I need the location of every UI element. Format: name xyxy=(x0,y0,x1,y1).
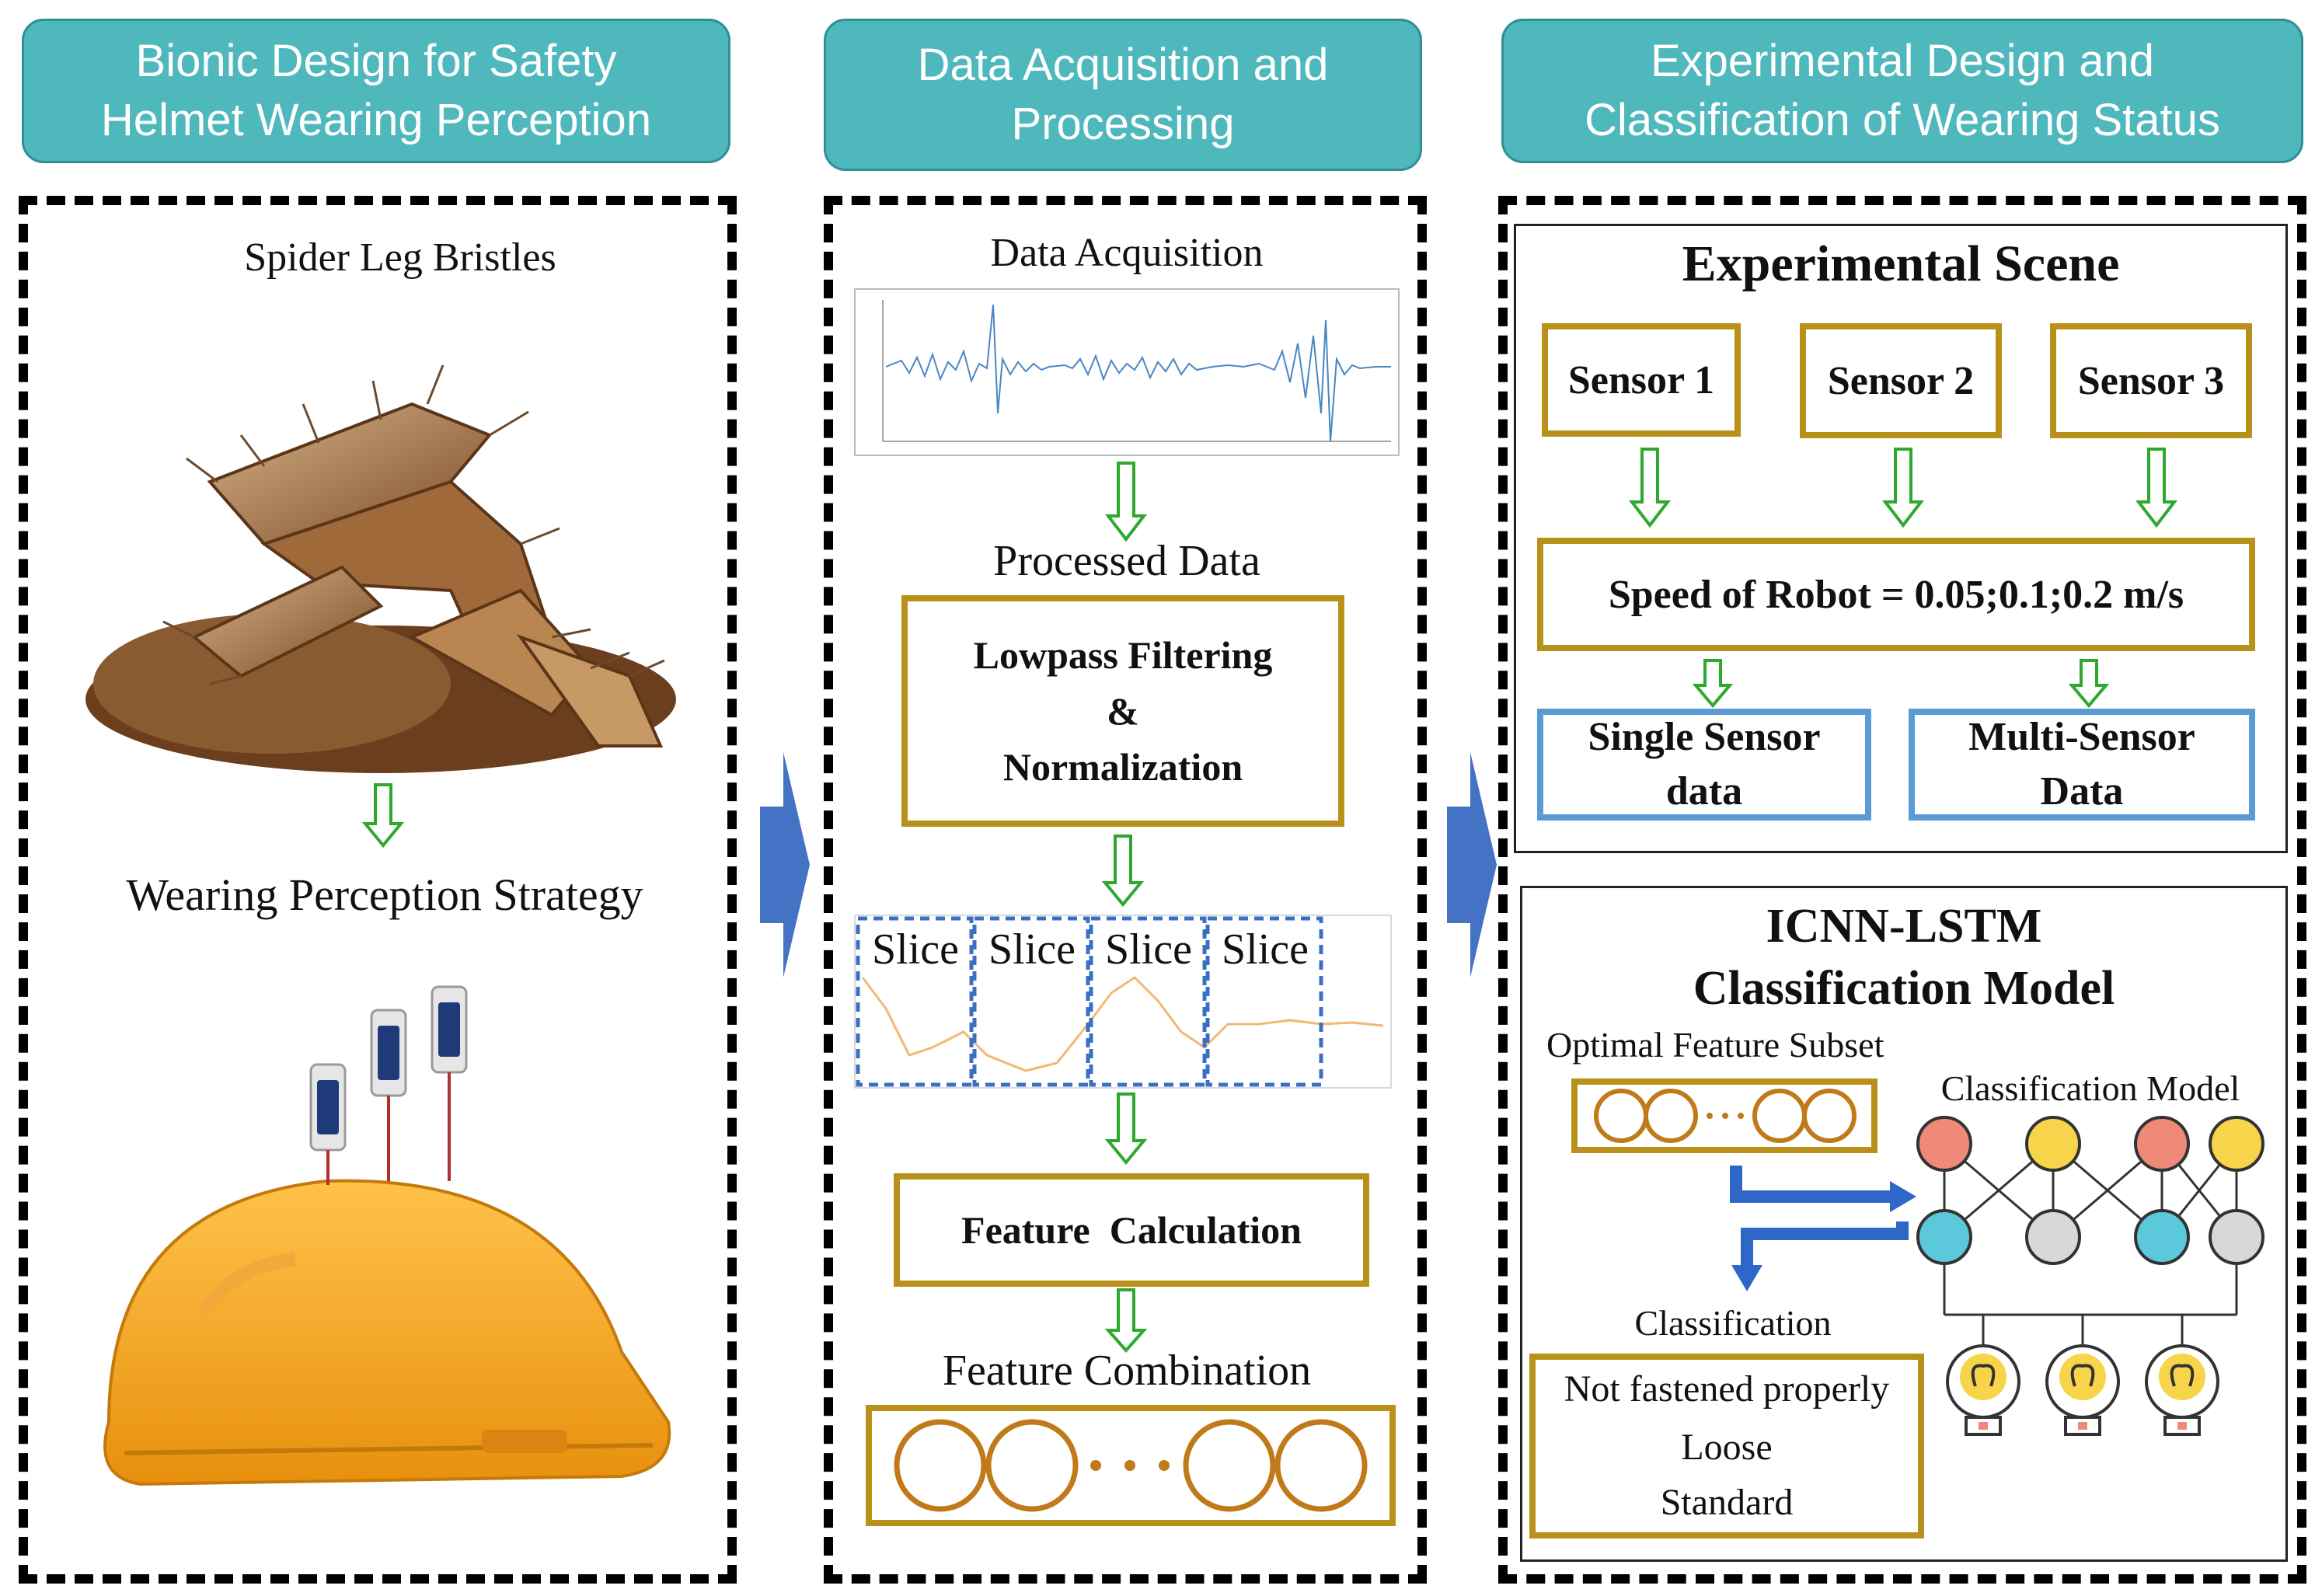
bent-arrow-left-icon xyxy=(1731,1221,1909,1291)
bent-arrow-right-icon xyxy=(1730,1166,1916,1212)
neural-network-icon xyxy=(1916,1116,2264,1436)
classification-model-box xyxy=(1520,886,2288,1562)
model-title: ICNN-LSTM Classification Model xyxy=(1693,900,2115,1015)
panel-data-processing xyxy=(824,196,1427,1584)
data-acquisition-label: Data Acquisition xyxy=(990,231,1264,275)
feature-combination-label: Feature Combination xyxy=(942,1347,1312,1395)
classification-label: Classification xyxy=(1634,1303,1832,1343)
spider-leg-image xyxy=(85,364,676,773)
raw-signal-plot xyxy=(854,288,1400,456)
feature-circles-icon xyxy=(894,1419,1368,1512)
sensor-3-box: Sensor 3 xyxy=(2050,323,2252,438)
down-arrow-icon xyxy=(2068,659,2110,709)
robot-speed-box: Speed of Robot = 0.05;0.1;0.2 m/s xyxy=(1537,538,2255,651)
single-sensor-box: Single Sensor data xyxy=(1537,709,1871,821)
lowpass-filter-box: Lowpass Filtering & Normalization xyxy=(901,595,1344,827)
feature-calculation-box: Feature Calculation xyxy=(894,1173,1369,1287)
processed-signal-plot xyxy=(854,915,1392,1089)
panel-experimental xyxy=(1498,196,2306,1584)
down-arrow-icon xyxy=(1881,448,1925,528)
header-experimental-design: Experimental Design and Classification o… xyxy=(1501,19,2303,163)
sensor-1-box: Sensor 1 xyxy=(1542,323,1741,437)
class-standard: Standard xyxy=(1660,1482,1794,1523)
down-arrow-icon xyxy=(361,783,405,849)
classification-model-label: Classification Model xyxy=(1940,1068,2240,1108)
slice-label: Slice xyxy=(872,925,959,974)
down-arrow-icon xyxy=(1104,462,1148,542)
processed-data-label: Processed Data xyxy=(993,537,1260,585)
subset-circles-icon xyxy=(1594,1089,1857,1143)
experimental-scene-title: Experimental Scene xyxy=(1682,235,2120,292)
experimental-scene-box xyxy=(1514,224,2288,853)
slice-label: Slice xyxy=(988,925,1076,974)
header-bionic-design: Bionic Design for Safety Helmet Wearing … xyxy=(22,19,730,163)
optimal-subset-label: Optimal Feature Subset xyxy=(1546,1025,1884,1065)
panel-bionic-design xyxy=(19,196,737,1584)
down-arrow-icon xyxy=(1628,448,1672,528)
arrow-right-icon xyxy=(760,752,810,977)
down-arrow-icon xyxy=(1104,1288,1148,1354)
down-arrow-icon xyxy=(1101,835,1145,908)
sensor-2-box: Sensor 2 xyxy=(1800,323,2002,438)
class-loose: Loose xyxy=(1681,1427,1773,1468)
down-arrow-icon xyxy=(1104,1092,1148,1166)
down-arrow-icon xyxy=(1692,659,1734,709)
helmet-image xyxy=(103,985,671,1486)
slice-label: Slice xyxy=(1105,925,1192,974)
strategy-label: Wearing Perception Strategy xyxy=(126,869,643,920)
classification-result-box: Not fastened properly Loose Standard xyxy=(1529,1354,1924,1539)
arrow-right-icon xyxy=(1447,752,1497,977)
spider-label: Spider Leg Bristles xyxy=(244,235,556,280)
header-data-acquisition: Data Acquisition and Processing xyxy=(824,19,1422,171)
down-arrow-icon xyxy=(2135,448,2178,528)
class-not-fastened: Not fastened properly xyxy=(1564,1368,1890,1410)
multi-sensor-box: Multi-Sensor Data xyxy=(1909,709,2255,821)
slice-label: Slice xyxy=(1222,925,1309,974)
